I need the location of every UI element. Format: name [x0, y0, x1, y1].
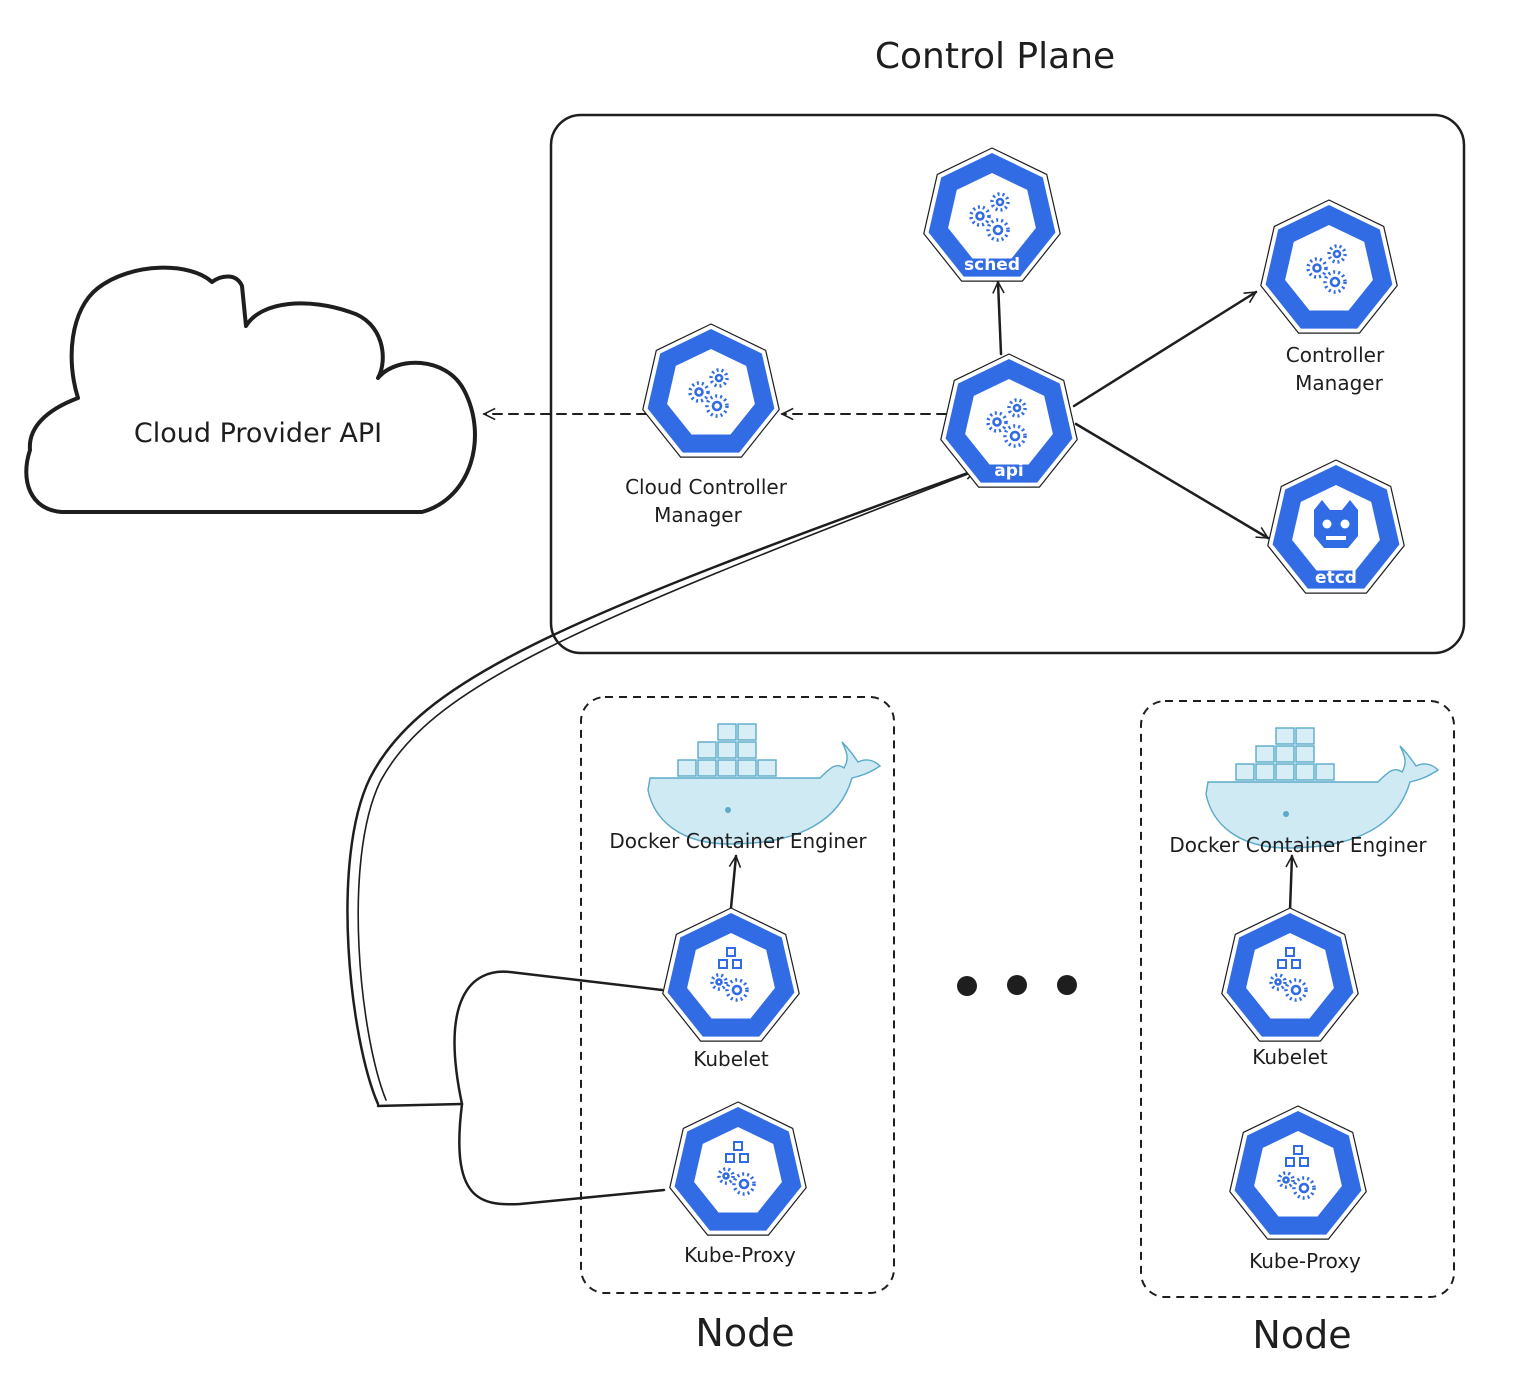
node-2-box — [1140, 700, 1455, 1298]
diagram-title: Control Plane — [875, 36, 1115, 77]
node-2-proxy-label: Kube-Proxy — [1249, 1249, 1361, 1273]
edge-bus-line — [376, 1102, 464, 1108]
kube-proxy-icon — [1228, 1104, 1368, 1241]
node-1-proxy-label: Kube-Proxy — [684, 1243, 796, 1267]
cloud-controller-manager-caption-2: Manager — [654, 503, 742, 527]
node-2-label: Node — [1252, 1313, 1351, 1357]
etcd-label: etcd — [1315, 568, 1357, 588]
edge-bus-to-kubelet — [453, 970, 664, 1106]
ellipsis-icon — [957, 975, 1077, 996]
edge-kubelet-to-docker — [731, 856, 736, 910]
node-1-box — [580, 696, 895, 1294]
docker-icon — [1205, 727, 1439, 849]
kubelet-icon — [1220, 906, 1360, 1043]
edge-kubelet2-to-docker2 — [1290, 856, 1292, 912]
edge-api-to-cm — [1072, 290, 1256, 408]
node-2-engine-label: Docker Container Enginer — [1169, 833, 1427, 857]
controller-manager-caption-1: Controller — [1286, 343, 1385, 367]
cloud-controller-manager-icon — [641, 322, 781, 459]
kube-proxy-icon — [668, 1100, 808, 1237]
cloud-provider-label: Cloud Provider API — [134, 418, 382, 449]
kubelet-icon — [661, 906, 801, 1043]
edge-node-to-api-outer — [346, 470, 976, 1106]
api-label: api — [994, 461, 1023, 481]
edge-api-to-sched — [998, 282, 1001, 356]
sched-label: sched — [964, 255, 1020, 275]
docker-icon — [647, 723, 881, 845]
edge-bus-to-proxy — [458, 1102, 666, 1206]
edge-node-to-api-inner — [357, 473, 969, 1101]
node-1-label: Node — [695, 1311, 794, 1355]
node-2-kubelet-label: Kubelet — [1252, 1045, 1328, 1069]
cloud-provider-shape — [24, 265, 477, 514]
controller-manager-icon — [1259, 198, 1399, 335]
control-plane-box — [549, 113, 1466, 655]
edge-api-to-etcd — [1074, 422, 1268, 540]
node-1-kubelet-label: Kubelet — [693, 1047, 769, 1071]
controller-manager-caption-2: Manager — [1295, 371, 1383, 395]
edges — [346, 282, 1292, 1206]
cloud-controller-manager-caption-1: Cloud Controller — [625, 475, 788, 499]
node-1-engine-label: Docker Container Enginer — [609, 829, 867, 853]
